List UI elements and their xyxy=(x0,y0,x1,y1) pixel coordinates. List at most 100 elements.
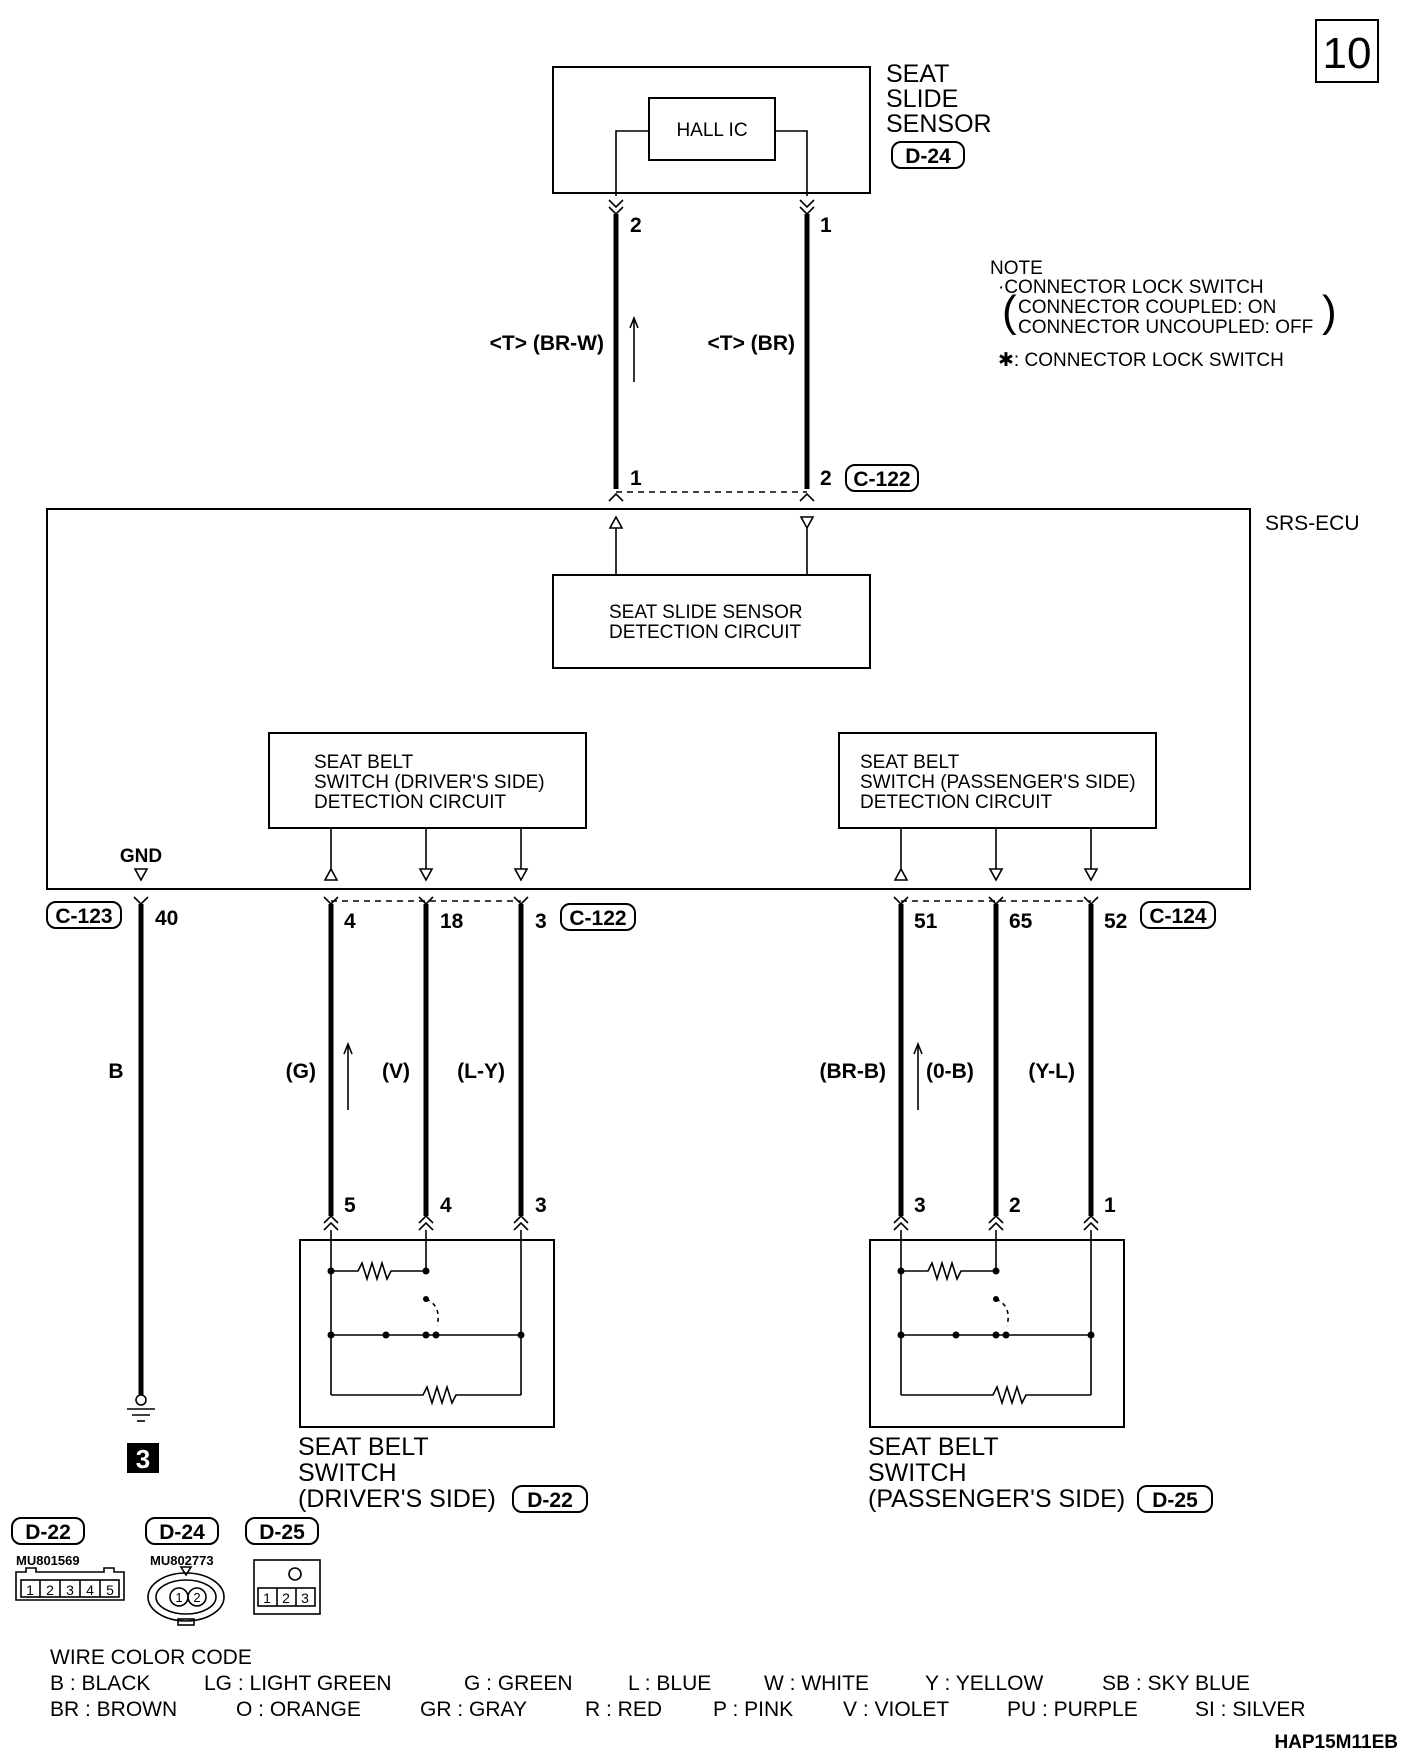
belt-driver-switch: SEAT BELT SWITCH (DRIVER'S SIDE) D-22 xyxy=(298,1230,588,1513)
page-number: 10 xyxy=(1323,29,1372,78)
wire-color-code: WIRE COLOR CODE B : BLACK LG : LIGHT GRE… xyxy=(50,1646,1306,1721)
ecu-bottom-chevrons xyxy=(133,896,1099,906)
wcc-r1-3: L : BLUE xyxy=(628,1672,711,1695)
sensor-pin-1: 1 xyxy=(820,214,832,237)
pass-connector: C-124 xyxy=(1149,905,1207,928)
driver-color-c: (L-Y) xyxy=(457,1060,505,1083)
sensor-connector-chevrons xyxy=(608,199,815,216)
belt-pass-detect-line-3: DETECTION CIRCUIT xyxy=(860,792,1053,813)
conn-d25-pin-2: 2 xyxy=(282,1590,290,1606)
pass-switch-pin-c: 1 xyxy=(1104,1194,1116,1217)
connector-d22: D-22 MU801569 1 2 3 4 5 xyxy=(11,1517,125,1601)
gnd-connector: C-123 xyxy=(55,905,112,928)
wcc-r2-6: PU : PURPLE xyxy=(1007,1698,1138,1721)
pass-color-b: (0-B) xyxy=(926,1060,974,1083)
wire-color-br-w: <T> (BR-W) xyxy=(490,332,604,355)
connector-d25: D-25 1 2 3 xyxy=(245,1517,321,1615)
note-line-2: CONNECTOR COUPLED: ON xyxy=(1018,297,1276,318)
seat-slide-sensor: HALL IC SEAT SLIDE SENSOR D-24 xyxy=(552,60,992,196)
driver-connector: C-122 xyxy=(569,907,626,930)
driver-switch-pin-c: 3 xyxy=(535,1194,547,1217)
srs-ecu-label: SRS-ECU xyxy=(1265,512,1360,535)
conn-d22-name: D-22 xyxy=(25,1521,71,1544)
belt-pass-detect-line-2: SWITCH (PASSENGER'S SIDE) xyxy=(860,772,1136,793)
wcc-r2-7: SI : SILVER xyxy=(1195,1698,1306,1721)
driver-switch-pin-b: 4 xyxy=(440,1194,452,1217)
wcc-r1-4: W : WHITE xyxy=(764,1672,869,1695)
ecu-pin-2: 2 xyxy=(820,467,832,490)
wire-color-br: <T> (BR) xyxy=(707,332,795,355)
seat-slide-sensor-connector: D-24 xyxy=(905,145,951,168)
wcc-r1-1: LG : LIGHT GREEN xyxy=(204,1672,392,1695)
note-title: NOTE xyxy=(990,258,1043,279)
note-block: NOTE ·CONNECTOR LOCK SWITCH ( CONNECTOR … xyxy=(990,258,1337,371)
ground-reference: 3 xyxy=(136,1444,150,1474)
wcc-r2-3: R : RED xyxy=(585,1698,662,1721)
pass-pin-a: 51 xyxy=(914,910,938,933)
pass-pin-b: 65 xyxy=(1009,910,1033,933)
sensor-pin-2: 2 xyxy=(630,214,642,237)
signal-arrow-up xyxy=(629,315,639,382)
driver-color-a: (G) xyxy=(286,1060,316,1083)
gnd-pin: 40 xyxy=(155,907,178,930)
passenger-side-wires: 51 65 52 C-124 (BR-B) (0-B) (Y-L) 3 2 1 xyxy=(820,901,1216,1231)
pass-switch-pin-a: 3 xyxy=(914,1194,926,1217)
belt-driver-switch-line-2: SWITCH xyxy=(298,1459,397,1487)
seat-slide-detect-line-2: DETECTION CIRCUIT xyxy=(609,622,802,643)
wcc-r1-0: B : BLACK xyxy=(50,1672,150,1695)
driver-color-b: (V) xyxy=(382,1060,410,1083)
conn-d22-pin-2: 2 xyxy=(46,1582,54,1598)
ecu-pin-1: 1 xyxy=(630,467,642,490)
belt-passenger-detection-circuit: SEAT BELT SWITCH (PASSENGER'S SIDE) DETE… xyxy=(838,732,1157,829)
belt-passenger-switch: SEAT BELT SWITCH (PASSENGER'S SIDE) D-25 xyxy=(868,1230,1213,1513)
wcc-r2-1: O : ORANGE xyxy=(236,1698,361,1721)
belt-driver-detect-line-1: SEAT BELT xyxy=(314,752,414,773)
pass-switch-pin-b: 2 xyxy=(1009,1194,1021,1217)
srs-ecu: SRS-ECU xyxy=(46,508,1360,890)
conn-d22-pin-4: 4 xyxy=(86,1582,94,1598)
driver-switch-pin-a: 5 xyxy=(344,1194,356,1217)
ground-symbol: 3 xyxy=(127,1394,159,1474)
seat-slide-detect-line-1: SEAT SLIDE SENSOR xyxy=(609,602,803,623)
wcc-r2-5: V : VIOLET xyxy=(843,1698,949,1721)
note-line-1: ·CONNECTOR LOCK SWITCH xyxy=(998,277,1264,298)
conn-d22-pin-3: 3 xyxy=(66,1582,74,1598)
note-paren-right: ) xyxy=(1322,287,1337,336)
driver-pin-b: 18 xyxy=(440,910,464,933)
pass-pin-c: 52 xyxy=(1104,910,1127,933)
conn-d24-pin-2: 2 xyxy=(193,1590,200,1605)
belt-driver-switch-line-3: (DRIVER'S SIDE) xyxy=(298,1485,496,1513)
belt-driver-detect-line-2: SWITCH (DRIVER'S SIDE) xyxy=(314,772,545,793)
conn-d24-part: MU802773 xyxy=(150,1553,214,1568)
page-number-box: 10 xyxy=(1315,19,1379,83)
seat-slide-sensor-label-3: SENSOR xyxy=(886,110,992,138)
belt-pass-switch-line-3: (PASSENGER'S SIDE) xyxy=(868,1485,1125,1513)
conn-d25-pin-1: 1 xyxy=(263,1590,271,1606)
belt-driver-detect-line-3: DETECTION CIRCUIT xyxy=(314,792,507,813)
wcc-r1-5: Y : YELLOW xyxy=(925,1672,1043,1695)
note-line-3: CONNECTOR UNCOUPLED: OFF xyxy=(1018,317,1313,338)
seat-slide-detection-circuit: SEAT SLIDE SENSOR DETECTION CIRCUIT xyxy=(552,574,871,669)
driver-pin-a: 4 xyxy=(344,910,356,933)
wire-color-code-title: WIRE COLOR CODE xyxy=(50,1646,252,1669)
conn-d24-pin-1: 1 xyxy=(175,1590,182,1605)
belt-pass-detect-line-1: SEAT BELT xyxy=(860,752,960,773)
pass-color-a: (BR-B) xyxy=(820,1060,886,1083)
connector-d24: D-24 MU802773 1 2 xyxy=(145,1517,225,1626)
belt-pass-switch-connector: D-25 xyxy=(1152,1489,1198,1512)
conn-d25-name: D-25 xyxy=(259,1521,305,1544)
belt-pass-switch-line-1: SEAT BELT xyxy=(868,1433,999,1461)
conn-d22-pin-5: 5 xyxy=(106,1582,114,1598)
conn-d25-pin-3: 3 xyxy=(301,1590,309,1606)
wcc-r2-4: P : PINK xyxy=(713,1698,793,1721)
wcc-r2-0: BR : BROWN xyxy=(50,1698,177,1721)
wcc-r2-2: GR : GRAY xyxy=(420,1698,527,1721)
note-paren-left: ( xyxy=(1002,287,1017,336)
driver-pin-c: 3 xyxy=(535,910,547,933)
gnd-wire-color: B xyxy=(108,1060,123,1083)
wcc-r1-6: SB : SKY BLUE xyxy=(1102,1672,1250,1695)
belt-driver-switch-connector: D-22 xyxy=(527,1489,573,1512)
belt-driver-detection-circuit: SEAT BELT SWITCH (DRIVER'S SIDE) DETECTI… xyxy=(268,732,587,829)
belt-driver-switch-line-1: SEAT BELT xyxy=(298,1433,429,1461)
